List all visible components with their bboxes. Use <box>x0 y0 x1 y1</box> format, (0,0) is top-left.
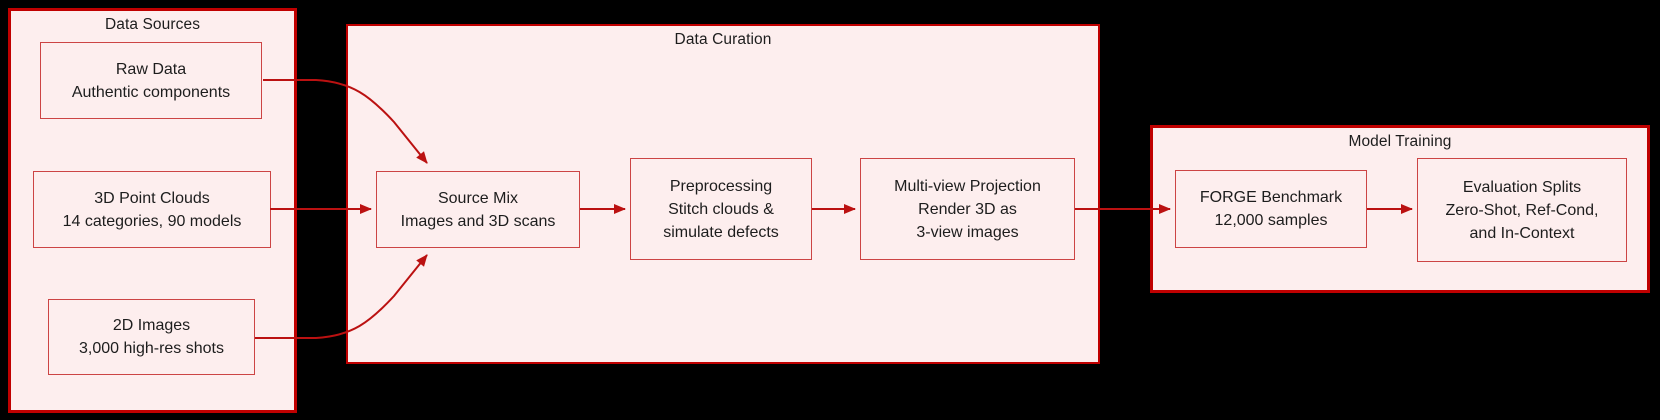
node-evaluation-splits-line1: Evaluation Splits <box>1462 178 1582 196</box>
node-forge-benchmark-line2: 12,000 samples <box>1214 212 1328 229</box>
node-preprocessing-line2: Stitch clouds & <box>668 200 774 218</box>
node-raw-data-line2: Authentic components <box>71 83 231 101</box>
container-model-training: Model Training FORGE Benchmark 12,000 sa… <box>1150 125 1650 293</box>
node-2d-images-line2: 3,000 high-res shots <box>79 340 224 357</box>
node-multi-view-projection-line1: Multi-view Projection <box>894 177 1041 195</box>
container-data-curation: Data Curation Source Mix Images and 3D s… <box>346 24 1100 364</box>
node-evaluation-splits-line2: Zero-Shot, Ref-Cond, <box>1445 201 1599 219</box>
node-2d-images-line1: 2D Images <box>112 317 191 334</box>
node-3d-point-clouds: 3D Point Clouds 14 categories, 90 models <box>33 171 271 248</box>
node-raw-data: Raw Data Authentic components <box>40 42 262 119</box>
node-3d-point-clouds-line2: 14 categories, 90 models <box>62 212 242 230</box>
node-preprocessing-line1: Preprocessing <box>669 177 773 195</box>
node-3d-point-clouds-line1: 3D Point Clouds <box>94 189 210 207</box>
node-preprocessing-line3: simulate defects <box>663 223 779 241</box>
container-title-model-training: Model Training <box>1348 133 1452 150</box>
container-title-data-sources: Data Sources <box>104 16 201 33</box>
node-2d-images: 2D Images 3,000 high-res shots <box>48 299 255 375</box>
node-multi-view-projection-line3: 3-view images <box>916 223 1019 241</box>
node-source-mix-line1: Source Mix <box>437 189 519 207</box>
container-data-sources: Data Sources Raw Data Authentic componen… <box>8 8 297 413</box>
node-multi-view-projection-line2: Render 3D as <box>918 200 1017 218</box>
node-source-mix-line2: Images and 3D scans <box>400 212 556 230</box>
container-title-data-curation: Data Curation <box>674 31 772 48</box>
node-source-mix: Source Mix Images and 3D scans <box>376 171 580 248</box>
node-forge-benchmark-line1: FORGE Benchmark <box>1199 189 1343 206</box>
node-evaluation-splits-line3: and In-Context <box>1469 224 1575 242</box>
node-preprocessing: Preprocessing Stitch clouds & simulate d… <box>630 158 812 260</box>
node-evaluation-splits: Evaluation Splits Zero-Shot, Ref-Cond, a… <box>1417 158 1627 262</box>
node-forge-benchmark: FORGE Benchmark 12,000 samples <box>1175 170 1367 248</box>
node-multi-view-projection: Multi-view Projection Render 3D as 3-vie… <box>860 158 1075 260</box>
node-raw-data-line1: Raw Data <box>115 60 187 78</box>
